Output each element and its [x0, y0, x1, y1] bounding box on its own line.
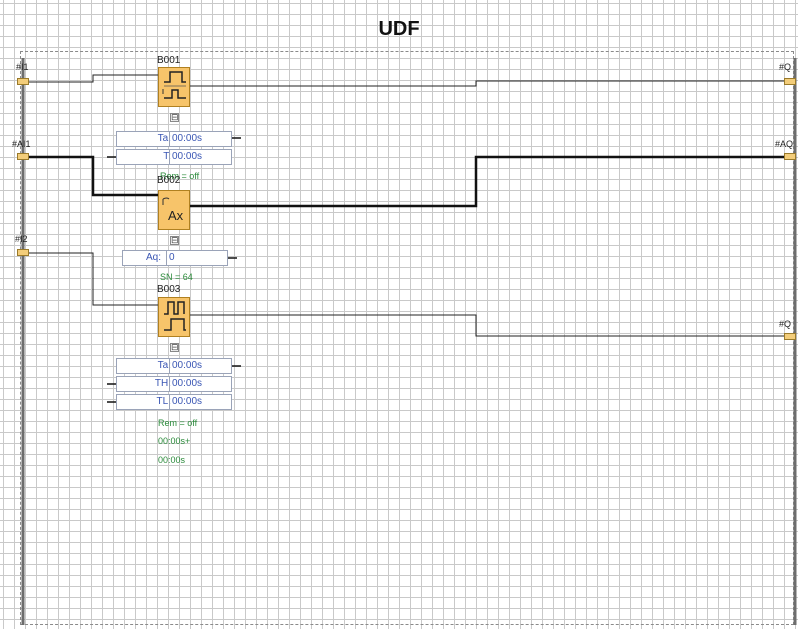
- param-b002-aq[interactable]: Aq: 0: [122, 250, 228, 266]
- param-value: 00:00s: [172, 133, 203, 144]
- block-name-b002: B002: [157, 175, 181, 186]
- block-name-b001: B001: [157, 55, 181, 66]
- pulse-timer-icon: [162, 71, 186, 99]
- output-port-aq[interactable]: [784, 153, 796, 160]
- status-b003-time1: 00:00s+: [158, 436, 191, 446]
- pulse-generator-icon: [164, 301, 186, 331]
- param-b001-ta[interactable]: Ta: 00:00s: [116, 131, 232, 147]
- param-value: 00:00s: [172, 378, 203, 389]
- input-label-ai1: #AI1: [12, 139, 31, 149]
- status-b003-time2: 00:00s: [158, 455, 186, 465]
- param-b001-t[interactable]: T: 00:00s: [116, 149, 232, 165]
- param-separator: [166, 251, 167, 265]
- output-port-q2[interactable]: [784, 333, 796, 340]
- param-key: T:: [163, 151, 171, 162]
- collapse-toggle-b003[interactable]: ⊟: [170, 343, 179, 353]
- wire-i1-b001: [29, 74, 158, 83]
- block-b002-icon-text: Ax: [168, 208, 184, 223]
- param-value: 0: [169, 252, 175, 263]
- output-label-q2: #Q: [779, 319, 792, 329]
- param-value: 00:00s: [172, 360, 203, 371]
- wire-b001-q1: [190, 80, 786, 87]
- param-key: Aq:: [145, 252, 161, 263]
- analog-amplifier-icon: Ax: [162, 197, 184, 223]
- input-port-i1[interactable]: [17, 78, 29, 85]
- input-port-i2[interactable]: [17, 249, 29, 256]
- output-label-q1: #Q: [779, 62, 792, 72]
- param-value: 00:00s: [172, 151, 203, 162]
- wire-i2-b003: [29, 252, 158, 306]
- block-b002[interactable]: Ax: [158, 190, 190, 230]
- status-b002-sn: SN = 64: [160, 272, 193, 282]
- param-key: TH:: [154, 378, 171, 389]
- param-separator: [169, 377, 170, 391]
- param-b003-ta[interactable]: Ta: 00:00s: [116, 358, 232, 374]
- diagram-title: UDF: [378, 18, 420, 40]
- wire-b002-aq: [190, 155, 786, 208]
- param-b003-th[interactable]: TH: 00:00s: [116, 376, 232, 392]
- param-separator: [169, 359, 170, 373]
- input-port-ai1[interactable]: [17, 153, 29, 160]
- output-port-q1[interactable]: [784, 78, 796, 85]
- param-value: 00:00s: [172, 396, 203, 407]
- status-b001-rem: Rem = off: [160, 171, 200, 181]
- block-b001[interactable]: [158, 67, 190, 107]
- input-label-i2: #I2: [15, 234, 28, 244]
- input-label-i1: #I1: [16, 62, 29, 72]
- output-label-aq: #AQ: [775, 139, 794, 149]
- param-separator: [169, 132, 170, 146]
- wire-ai1-b002: [29, 155, 158, 197]
- status-b003-rem: Rem = off: [158, 418, 198, 428]
- wire-b003-q2: [190, 314, 786, 337]
- collapse-toggle-b001[interactable]: ⊟: [170, 113, 179, 123]
- param-b003-tl[interactable]: TL: 00:00s: [116, 394, 232, 410]
- collapse-toggle-b002[interactable]: ⊟: [170, 236, 179, 246]
- param-separator: [169, 395, 170, 409]
- param-key: Ta:: [157, 360, 171, 371]
- block-name-b003: B003: [157, 284, 181, 295]
- block-b003[interactable]: [158, 297, 190, 337]
- param-key: TL:: [156, 396, 171, 407]
- param-key: Ta:: [157, 133, 171, 144]
- param-separator: [169, 150, 170, 164]
